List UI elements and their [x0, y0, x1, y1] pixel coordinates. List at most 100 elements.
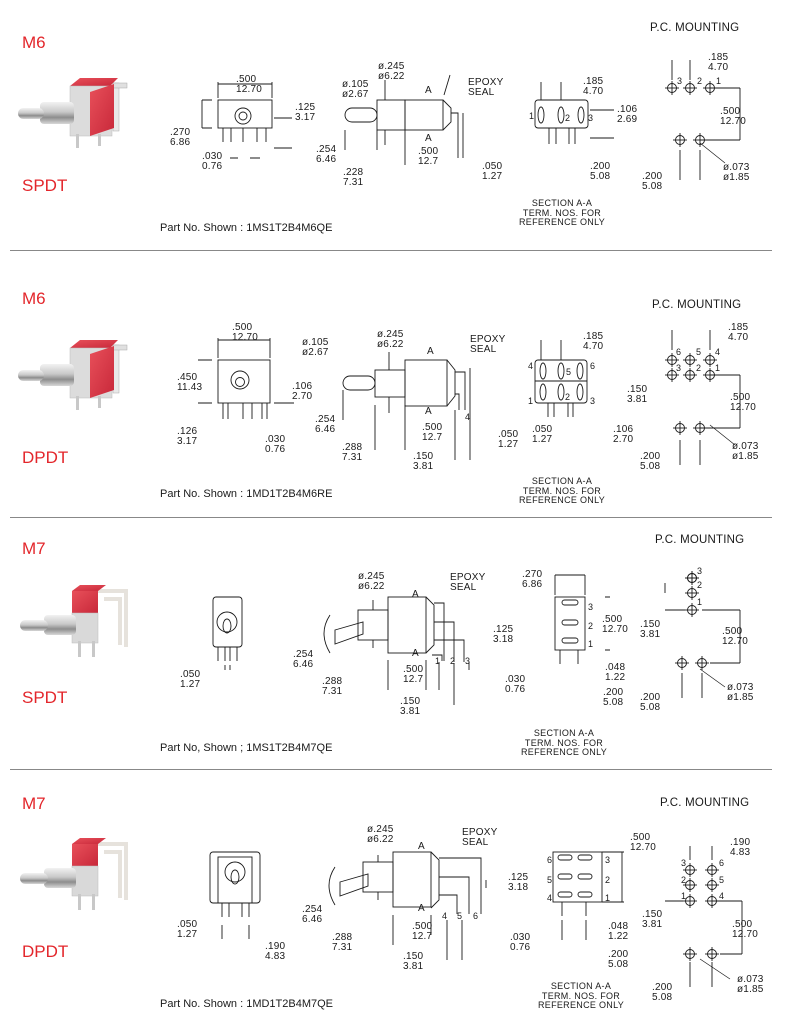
dimension: .185 4.70 [708, 52, 729, 73]
terminal-number: 2 [565, 392, 571, 402]
dimension: .270 6.86 [522, 569, 543, 590]
section-note: SECTION A-A TERM. NOS. FOR REFERENCE ONL… [518, 476, 606, 505]
dimension: .254 6.46 [315, 414, 336, 435]
dimension: .228 7.31 [343, 167, 364, 188]
dimension: .150 3.81 [403, 951, 424, 972]
epoxy-seal-label: EPOXY SEAL [468, 77, 504, 98]
dimension: .200 5.08 [640, 692, 661, 713]
dimension: .500 12.70 [232, 322, 259, 343]
terminal-number: 3 [465, 656, 471, 666]
model-label: M7 [22, 794, 46, 813]
section-divider [10, 517, 772, 518]
section-note: SECTION A-A TERM. NOS. FOR REFERENCE ONL… [518, 198, 606, 227]
terminal-number: 6 [676, 347, 682, 357]
dimension: .200 5.08 [590, 161, 611, 182]
pole-label: DPDT [22, 942, 69, 961]
terminal-number: 1 [435, 656, 441, 666]
dimension: .500 12.70 [602, 614, 629, 635]
terminal-number: 3 [681, 858, 687, 868]
terminal-number: 1 [605, 893, 611, 903]
terminal-number: 2 [588, 621, 594, 631]
dimension: ø.073 ø1.85 [732, 441, 759, 462]
dimension: .200 5.08 [642, 171, 663, 192]
dimension: .126 3.17 [177, 426, 198, 447]
dimension: .048 1.22 [605, 662, 626, 683]
terminal-number: 1 [697, 597, 703, 607]
dimension: .185 4.70 [583, 76, 604, 97]
terminal-number: 1 [588, 639, 594, 649]
terminal-number: 3 [588, 602, 594, 612]
dimension: .030 0.76 [510, 932, 531, 953]
dimension: .030 0.76 [202, 151, 223, 172]
dimension: .048 1.22 [608, 921, 629, 942]
epoxy-seal-label: EPOXY SEAL [470, 334, 506, 355]
pole-label: DPDT [22, 448, 69, 467]
section-note: SECTION A-A TERM. NOS. FOR REFERENCE ONL… [520, 728, 608, 757]
dimension: .150 3.81 [400, 696, 421, 717]
terminal-number: 2 [696, 363, 702, 373]
section-marker: A [412, 648, 419, 659]
terminal-number: 5 [566, 367, 572, 377]
dimension: .106 2.69 [617, 104, 638, 125]
dimension: .500 12.70 [236, 74, 263, 95]
section-divider [10, 769, 772, 770]
section-marker: A [425, 406, 432, 417]
dimension: .288 7.31 [332, 932, 353, 953]
section-marker: A [425, 133, 432, 144]
pole-label: SPDT [22, 176, 68, 195]
terminal-number: 3 [590, 396, 596, 406]
dimension: ø.245 ø6.22 [367, 824, 394, 845]
dimension: ø.073 ø1.85 [737, 974, 764, 995]
dimension: .500 12.7 [412, 921, 433, 942]
model-label: M7 [22, 539, 46, 558]
terminal-number: 5 [547, 875, 553, 885]
epoxy-seal-label: EPOXY SEAL [462, 827, 498, 848]
model-label: M6 [22, 33, 46, 52]
section-marker: A [418, 841, 425, 852]
dimension: ø.105 ø2.67 [342, 79, 369, 100]
dimension: .125 3.18 [493, 624, 514, 645]
terminal-number: 1 [715, 363, 721, 373]
pole-label: SPDT [22, 688, 68, 707]
terminal-number: 5 [719, 875, 725, 885]
dimension: .500 12.7 [403, 664, 424, 685]
terminal-number: 3 [605, 855, 611, 865]
terminal-number: 2 [697, 580, 703, 590]
dimension: ø.073 ø1.85 [723, 162, 750, 183]
dimension: .500 12.70 [720, 106, 747, 127]
pc-mounting-title: P.C. MOUNTING [652, 299, 742, 311]
terminal-number: 1 [681, 891, 687, 901]
terminal-number: 3 [588, 113, 594, 123]
terminal-number: 4 [465, 412, 471, 422]
terminal-number: 2 [605, 875, 611, 885]
dimension: .288 7.31 [322, 676, 343, 697]
dimension: .450 11.43 [177, 372, 203, 393]
terminal-number: 6 [547, 855, 553, 865]
dimension: .185 4.70 [728, 322, 749, 343]
terminal-number: 6 [719, 858, 725, 868]
dimension: .190 4.83 [265, 941, 286, 962]
part-number: Part No. Shown : 1MS1T2B4M6QE [160, 222, 333, 234]
switch-photo-m7-dpdt [18, 836, 128, 912]
dimension: .190 4.83 [730, 837, 751, 858]
terminal-number: 3 [677, 76, 683, 86]
dimension: .150 3.81 [627, 384, 648, 405]
terminal-number: 3 [697, 566, 703, 576]
section-divider [10, 250, 772, 251]
dimension: ø.245 ø6.22 [358, 571, 385, 592]
dimension: .200 5.08 [608, 949, 629, 970]
dimension: ø.245 ø6.22 [377, 329, 404, 350]
section-marker: A [412, 589, 419, 600]
dimension: .288 7.31 [342, 442, 363, 463]
dimension: .150 3.81 [640, 619, 661, 640]
dimension: .185 4.70 [583, 331, 604, 352]
pc-mounting-title: P.C. MOUNTING [655, 534, 745, 546]
dimension: ø.245 ø6.22 [378, 61, 405, 82]
line-drawings [198, 60, 743, 987]
dimension: .050 1.27 [180, 669, 201, 690]
terminal-number: 3 [676, 363, 682, 373]
dimension: .254 6.46 [316, 144, 337, 165]
dimension: .500 12.70 [630, 832, 657, 853]
terminal-number: 4 [715, 347, 721, 357]
terminal-number: 1 [528, 396, 534, 406]
